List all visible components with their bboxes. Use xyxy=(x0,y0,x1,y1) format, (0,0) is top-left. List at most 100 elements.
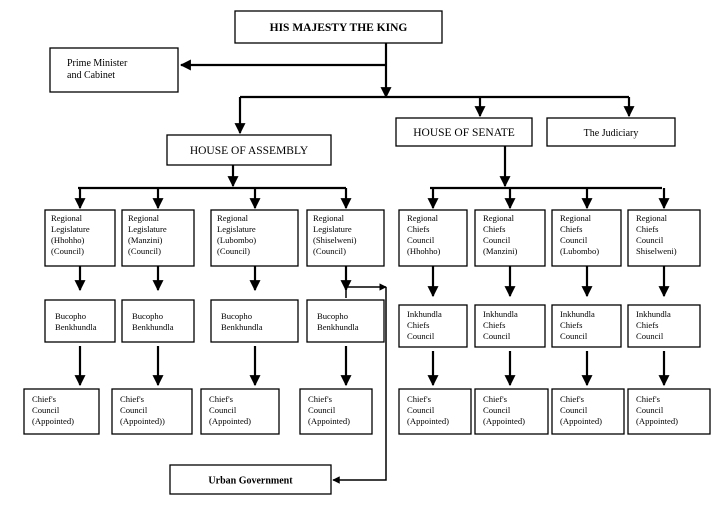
chiefs-council-appointed-box-3-label-2: (Appointed) xyxy=(308,416,350,426)
chiefs-council-appointed-box-2-label-0: Chief's xyxy=(209,394,234,404)
regional-chiefs-council-box-3-frame xyxy=(627,209,701,267)
regional-chiefs-council-box-2-frame xyxy=(551,209,622,267)
connector xyxy=(332,287,387,484)
regional-legislature-box-2-label-3: (Council) xyxy=(217,246,250,256)
chiefs-council-appointed-box-0-label-2: (Appointed) xyxy=(32,416,74,426)
house-of-assembly-box-frame xyxy=(166,134,332,166)
regional-chiefs-council-box-1-frame xyxy=(474,209,546,267)
inkhundla-box-3-label-2: Council xyxy=(636,331,664,341)
regional-legislature-box-2-frame xyxy=(210,209,299,267)
regional-legislature-box-3-frame xyxy=(306,209,385,267)
senate-chiefs-council-appointed-box-0-label-0: Chief's xyxy=(407,394,432,404)
regional-chiefs-council-box-2-label-0: Regional xyxy=(560,213,592,223)
regional-chiefs-council-box-1-label-1: Chiefs xyxy=(483,224,506,234)
chiefs-council-appointed-box-3-frame xyxy=(299,388,373,435)
regional-legislature-box-0-label-1: Legislature xyxy=(51,224,90,234)
house-of-assembly-box-label-0: HOUSE OF ASSEMBLY xyxy=(190,145,309,157)
house-of-senate-box: HOUSE OF SENATE xyxy=(395,117,533,147)
bucopho-box-0-label-1: Benkhundla xyxy=(55,322,97,332)
inkhundla-box-2-label-0: Inkhundla xyxy=(560,309,595,319)
senate-chiefs-council-appointed-box-1-frame xyxy=(474,388,549,435)
senate-chiefs-council-appointed-box-3-frame xyxy=(627,388,711,435)
regional-legislature-box-1-label-0: Regional xyxy=(128,213,160,223)
inkhundla-box-2-label-1: Chiefs xyxy=(560,320,583,330)
regional-legislature-box-3-label-1: Legislature xyxy=(313,224,352,234)
senate-chiefs-council-appointed-box-0-label-1: Council xyxy=(407,405,435,415)
bucopho-box-0-frame xyxy=(44,299,116,343)
king-box: HIS MAJESTY THE KING xyxy=(234,10,443,44)
senate-chiefs-council-appointed-box-2-label-0: Chief's xyxy=(560,394,585,404)
senate-chiefs-council-appointed-box-2-label-2: (Appointed) xyxy=(560,416,602,426)
bucopho-box-3-frame xyxy=(306,299,385,343)
chiefs-council-appointed-box-0-label-1: Council xyxy=(32,405,60,415)
urban-government-box: Urban Government xyxy=(169,464,332,495)
regional-chiefs-council-box-1-label-2: Council xyxy=(483,235,511,245)
senate-chiefs-council-appointed-box-3-label-0: Chief's xyxy=(636,394,661,404)
inkhundla-box-1-label-2: Council xyxy=(483,331,511,341)
bucopho-box-1-label-1: Benkhundla xyxy=(132,322,174,332)
senate-chiefs-council-appointed-box-1-label-2: (Appointed) xyxy=(483,416,525,426)
regional-chiefs-council-box-0-frame xyxy=(398,209,468,267)
regional-chiefs-council-box-0-label-0: Regional xyxy=(407,213,439,223)
judiciary-box-frame xyxy=(546,117,676,147)
regional-chiefs-council-box-2-label-3: (Lubombo) xyxy=(560,246,599,256)
inkhundla-box-0-label-2: Council xyxy=(407,331,435,341)
regional-legislature-box-2-label-0: Regional xyxy=(217,213,249,223)
senate-chiefs-council-appointed-box-2-frame xyxy=(551,388,625,435)
regional-legislature-box-2-label-1: Legislature xyxy=(217,224,256,234)
inkhundla-box-1-label-1: Chiefs xyxy=(483,320,506,330)
prime-minister-box-label-1: and Cabinet xyxy=(67,70,115,81)
senate-chiefs-council-appointed-box-1-label-1: Council xyxy=(483,405,511,415)
chiefs-council-appointed-box-0-frame xyxy=(23,388,100,435)
regional-chiefs-council-box-1-label-3: (Manzini) xyxy=(483,246,518,256)
urban-government-box-label-0: Urban Government xyxy=(208,476,293,487)
prime-minister-box-frame xyxy=(49,47,179,93)
regional-legislature-box-2-label-2: (Lubombo) xyxy=(217,235,256,245)
regional-chiefs-council-box-3-label-1: Chiefs xyxy=(636,224,659,234)
senate-chiefs-council-appointed-box-1-label-0: Chief's xyxy=(483,394,508,404)
chiefs-council-appointed-box-0-label-0: Chief's xyxy=(32,394,57,404)
regional-legislature-box-0-label-0: Regional xyxy=(51,213,83,223)
regional-legislature-box-0-label-3: (Council) xyxy=(51,246,84,256)
regional-chiefs-council-box-1-label-0: Regional xyxy=(483,213,515,223)
king-box-label-0: HIS MAJESTY THE KING xyxy=(270,22,408,34)
senate-chiefs-council-appointed-box-3-label-2: (Appointed) xyxy=(636,416,678,426)
chiefs-council-appointed-box-1-label-2: (Appointed)) xyxy=(120,416,165,426)
chiefs-council-appointed-box-1-label-0: Chief's xyxy=(120,394,145,404)
bucopho-box-2-label-1: Benkhundla xyxy=(221,322,263,332)
chiefs-council-appointed-box-3-label-1: Council xyxy=(308,405,336,415)
chiefs-council-appointed-box-1-label-1: Council xyxy=(120,405,148,415)
regional-legislature-box-1-label-3: (Council) xyxy=(128,246,161,256)
inkhundla-box-3-label-0: Inkhundla xyxy=(636,309,671,319)
regional-chiefs-council-box-0-label-2: Council xyxy=(407,235,435,245)
house-of-assembly-box: HOUSE OF ASSEMBLY xyxy=(166,134,332,166)
king-box-frame xyxy=(234,10,443,44)
bucopho-box-1-frame xyxy=(121,299,195,343)
bucopho-box-2-label-0: Bucopho xyxy=(221,311,252,321)
regional-legislature-box-3-label-3: (Council) xyxy=(313,246,346,256)
inkhundla-box-2-label-2: Council xyxy=(560,331,588,341)
regional-chiefs-council-box-2-label-2: Council xyxy=(560,235,588,245)
inkhundla-box-3-label-1: Chiefs xyxy=(636,320,659,330)
regional-legislature-box-1-label-2: (Manzini) xyxy=(128,235,163,245)
judiciary-box-label-0: The Judiciary xyxy=(584,128,639,139)
judiciary-box: The Judiciary xyxy=(546,117,676,147)
